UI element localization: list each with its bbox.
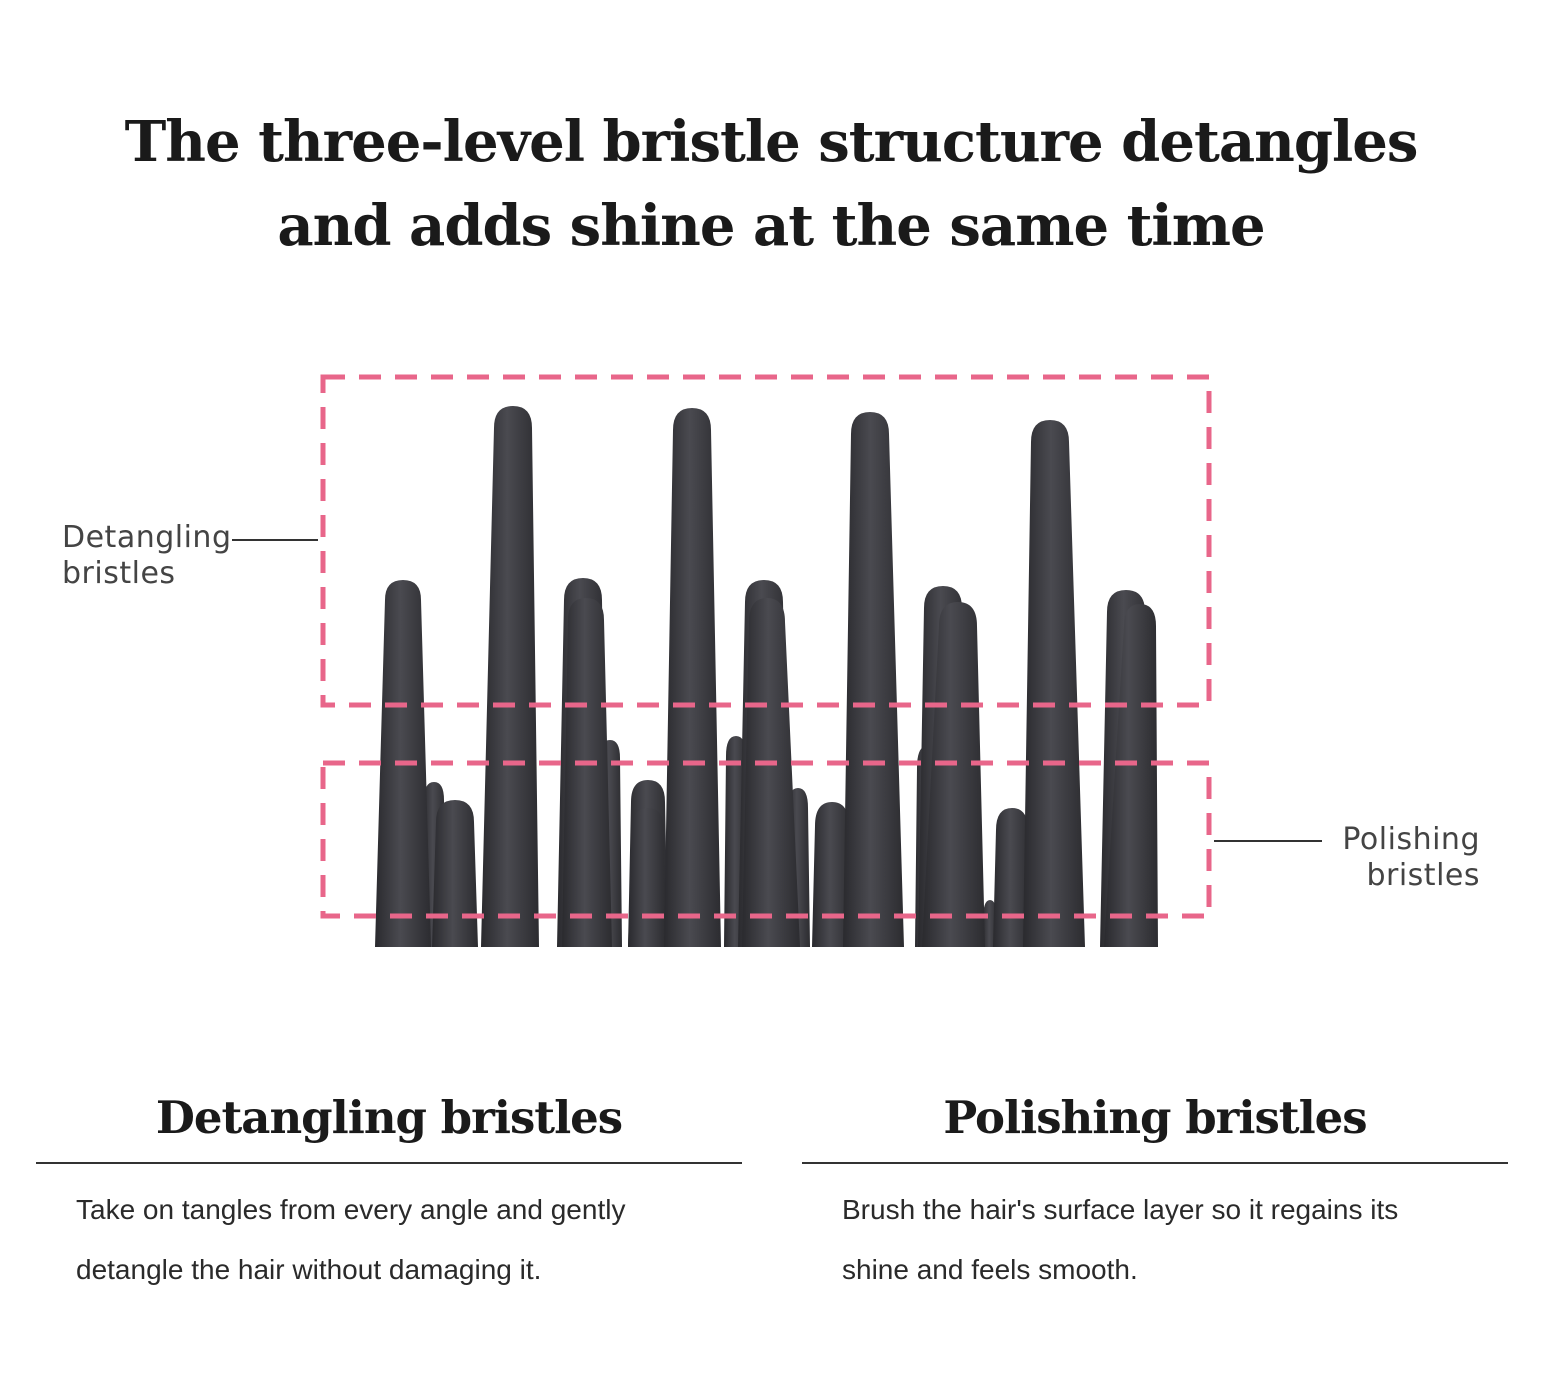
feature-polishing: Polishing bristles Brush the hair's surf… [802,1080,1508,1300]
polishing-callout-line-1: Polishing [1342,822,1480,857]
feature-detangling: Detangling bristles Take on tangles from… [36,1080,742,1300]
feature-title: Polishing bristles [802,1080,1508,1164]
detangling-zone-outline [320,374,1212,708]
bristle-structure-diagram: Detangling bristles Polishing bristles [0,360,1542,960]
bristles-polishing [432,780,1031,947]
detangling-callout-line-1: Detangling [62,520,232,555]
polishing-callout-line-2: bristles [1366,858,1480,893]
feature-description: Take on tangles from every angle and gen… [76,1194,626,1285]
page-title: The three-level bristle structure detang… [0,100,1542,268]
feature-description: Brush the hair's surface layer so it reg… [842,1194,1399,1285]
page-title-line-1: The three-level bristle structure detang… [124,109,1419,175]
bristles-detangling [481,406,1085,947]
feature-title: Detangling bristles [36,1080,742,1164]
detangling-callout-line-2: bristles [62,556,176,591]
polishing-zone-outline [320,760,1212,919]
detangling-callout: Detangling bristles [62,520,232,592]
polishing-callout: Polishing bristles [1300,822,1480,894]
page-title-line-2: and adds shine at the same time [277,193,1265,259]
